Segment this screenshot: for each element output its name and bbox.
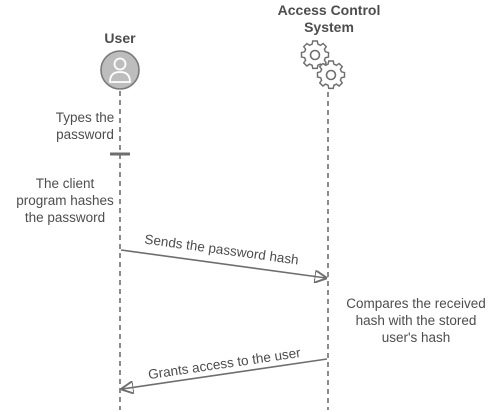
system-actor-title-line2: System [304, 19, 354, 35]
note-line: password [56, 127, 114, 142]
note-line: the password [24, 210, 106, 225]
user-actor-title: User [104, 30, 136, 46]
message-label-to-system: Sends the password hash [144, 232, 300, 268]
note-line: The client [35, 176, 95, 191]
note-line: Types the [55, 110, 115, 125]
user-avatar-icon [100, 50, 140, 90]
note-line: program hashes [16, 193, 114, 208]
note-line: hash with the stored [355, 313, 477, 328]
gears-icon [300, 40, 346, 90]
system-actor-title-line1: Access Control [277, 2, 381, 18]
message-arrow-to-user [122, 358, 328, 389]
note-line: Compares the received [346, 296, 486, 311]
note-line: user's hash [381, 330, 451, 345]
message-arrow-to-system [120, 249, 326, 278]
message-label-to-user: Grants access to the user [147, 345, 302, 382]
